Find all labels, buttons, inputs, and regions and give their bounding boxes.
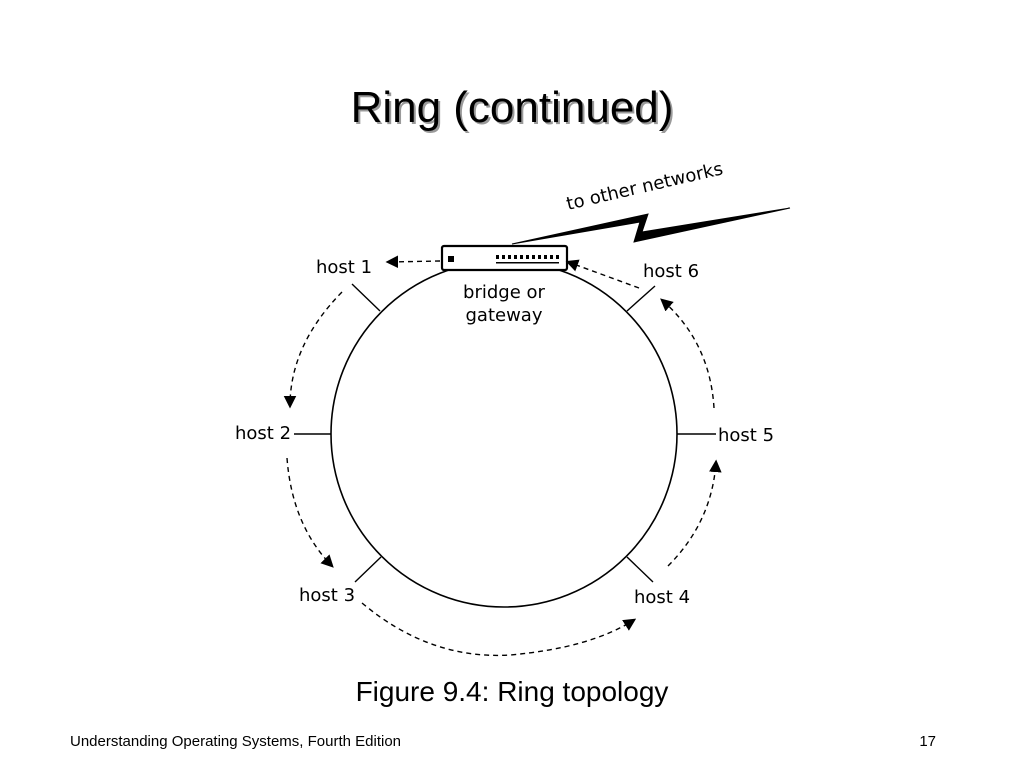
flow-arrow-host-2-to-host-3 (286, 457, 334, 568)
host-4-label: host 4 (634, 587, 690, 608)
flow-arrow-host-3-to-host-4 (361, 602, 637, 657)
slide-title: Ring (continued) (350, 83, 674, 132)
footer-book-title: Understanding Operating Systems, Fourth … (70, 733, 402, 750)
figure-caption: Figure 9.4: Ring topology (355, 676, 669, 707)
flow-arrow-host-5-to-host-6 (660, 298, 715, 409)
flow-arrow-host-1-to-host-2 (283, 291, 343, 409)
host-6-connector (626, 285, 656, 312)
host-3-connector (354, 556, 382, 583)
host-6-label: host 6 (643, 261, 699, 282)
flow-arrow-host-6-to-gateway (565, 259, 640, 289)
lightning-bolt-icon (511, 207, 791, 245)
link-label: to other networks (564, 158, 725, 214)
device-label-line-1: bridge or (463, 282, 545, 303)
host-1-label: host 1 (316, 257, 372, 278)
device-label-line-2: gateway (466, 305, 543, 326)
host-1-connector (351, 283, 381, 312)
host-3-label: host 3 (299, 585, 355, 606)
host-5-label: host 5 (718, 425, 774, 446)
bridge-gateway-device-icon (440, 244, 569, 272)
flow-arrow-gateway-to-host-1 (385, 255, 441, 269)
page-number: 17 (919, 733, 936, 750)
flow-arrow-host-4-to-host-5 (667, 459, 722, 567)
host-2-label: host 2 (235, 423, 291, 444)
host-4-connector (626, 556, 654, 583)
